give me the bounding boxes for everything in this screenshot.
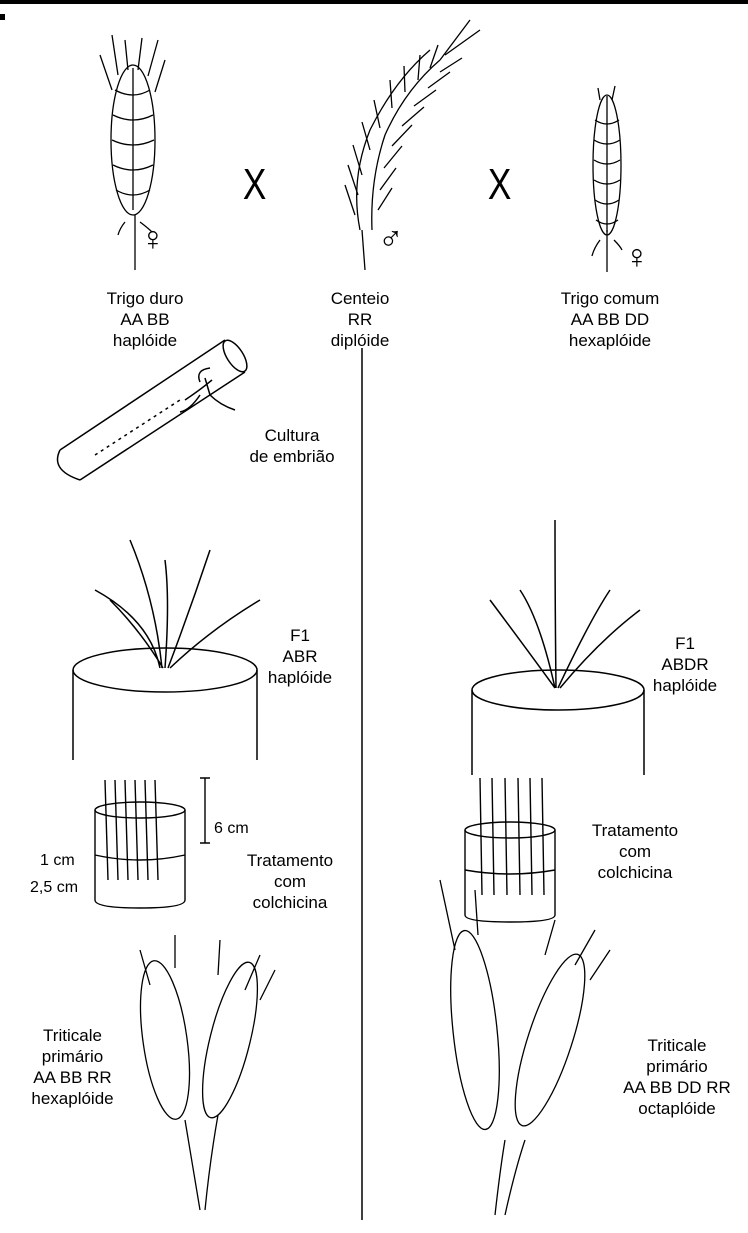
female-symbol-durum: ♀	[140, 222, 166, 256]
triticale-left	[132, 935, 275, 1210]
label-embryo-culture: Cultura de embrião	[232, 425, 352, 467]
dim-2-5cm: 2,5 cm	[30, 877, 78, 898]
triticale-right	[440, 880, 610, 1215]
common-wheat-spike	[592, 86, 622, 272]
top-rule	[0, 0, 748, 4]
dim-1cm: 1 cm	[40, 850, 75, 871]
cross-symbol-right: X	[488, 160, 511, 210]
label-treatment-left: Tratamento com colchicina	[225, 850, 355, 913]
f1-right-pot	[472, 520, 644, 775]
label-common-wheat: Trigo comum AA BB DD hexaplóide	[530, 288, 690, 351]
corner-mark	[0, 14, 5, 20]
beaker-right	[465, 778, 555, 922]
male-symbol-rye: ♂	[378, 222, 404, 256]
rye-spike	[345, 20, 480, 270]
label-f1-left: F1 ABR haplóide	[260, 625, 340, 688]
female-symbol-common: ♀	[624, 240, 650, 274]
cross-symbol-left: X	[243, 160, 266, 210]
label-f1-right: F1 ABDR haplóide	[640, 633, 730, 696]
label-durum-wheat: Trigo duro AA BB haplóide	[70, 288, 220, 351]
beaker-left	[95, 778, 210, 908]
label-rye: Centeio RR diplóide	[300, 288, 420, 351]
label-triticale-right: Triticale primário AA BB DD RR octaplóid…	[612, 1035, 742, 1119]
f1-left-pot	[73, 540, 260, 760]
dim-6cm: 6 cm	[214, 818, 249, 839]
label-treatment-right: Tratamento com colchicina	[570, 820, 700, 883]
label-triticale-left: Triticale primário AA BB RR hexaplóide	[20, 1025, 125, 1109]
test-tube	[58, 337, 252, 480]
